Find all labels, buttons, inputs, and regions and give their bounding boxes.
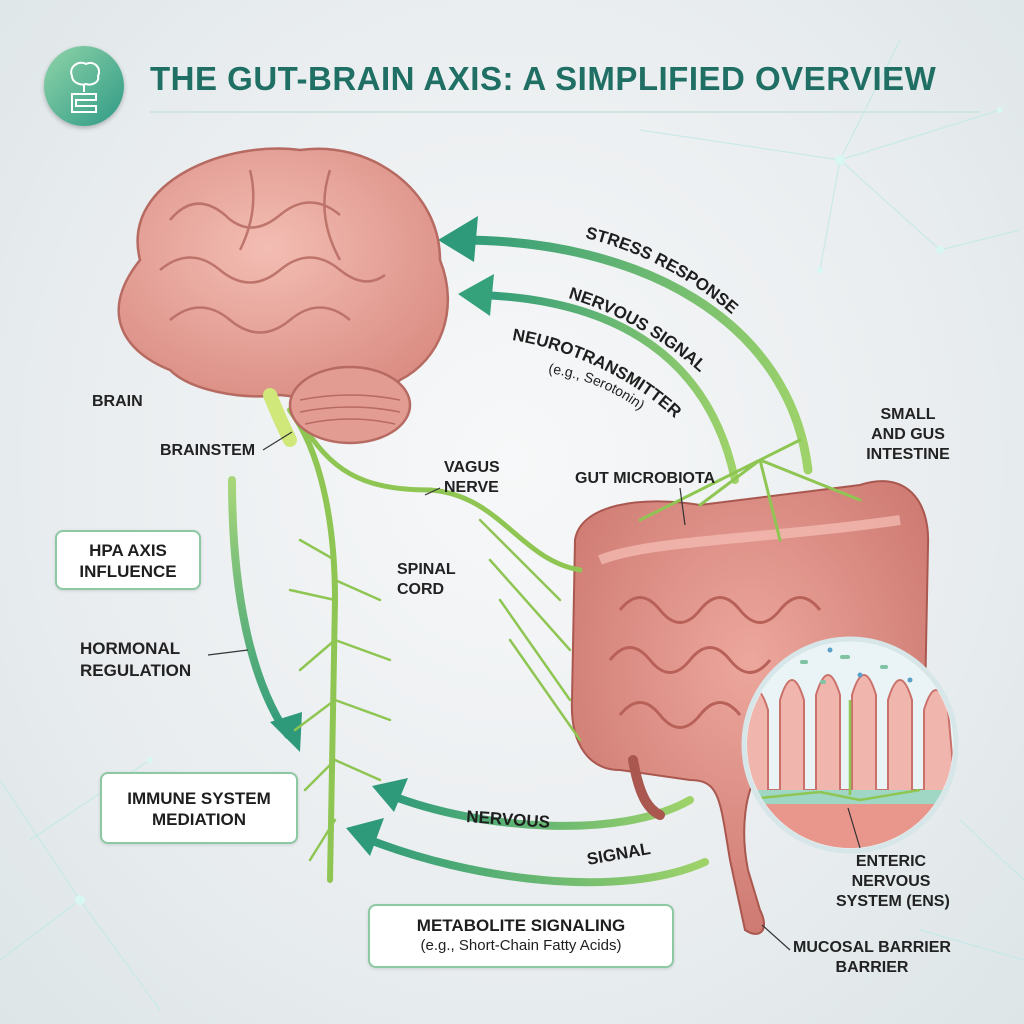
box-metabolite-signaling: METABOLITE SIGNALING (e.g., Short-Chain …	[368, 904, 674, 968]
label-mucosal-line-1: MUCOSAL BARRIER	[793, 939, 951, 956]
top-arrows	[438, 216, 813, 484]
box-immune-system: IMMUNE SYSTEM MEDIATION	[100, 772, 298, 844]
box-immune-line-1: IMMUNE SYSTEM	[127, 789, 271, 808]
label-vagus-nerve: VAGUS NERVE	[444, 458, 500, 498]
label-ens-line-2: NERVOUS	[851, 873, 931, 890]
box-hpa-axis: HPA AXIS INFLUENCE	[55, 530, 201, 590]
label-vagus-nerve-line-1: VAGUS	[444, 459, 500, 476]
brain-gut-icon	[70, 61, 100, 113]
label-small-intestine-line-2: AND GUS	[871, 426, 945, 443]
background-nodes	[75, 107, 1003, 905]
label-hormonal-regulation: HORMONAL REGULATION	[80, 638, 191, 682]
label-vagus-nerve-line-2: NERVE	[444, 479, 499, 496]
label-ens-line-1: ENTERIC	[855, 853, 927, 870]
label-brainstem: BRAINSTEM	[160, 442, 256, 459]
label-mucosal-barrier: MUCOSAL BARRIER BARRIER	[782, 938, 962, 978]
label-spinal-cord: SPINAL CORD	[397, 560, 456, 600]
nerve-network	[287, 407, 862, 883]
label-gut-microbiota: GUT MICROBIOTA	[575, 470, 716, 487]
label-spinal-cord-line-1: SPINAL	[397, 561, 456, 578]
label-brain: BRAIN	[92, 393, 143, 410]
box-hpa-line-2: INFLUENCE	[79, 562, 177, 581]
box-hpa-line-1: HPA AXIS	[89, 541, 167, 560]
label-mucosal-line-2: BARRIER	[835, 959, 909, 976]
label-hormonal-line-2: REGULATION	[80, 661, 192, 680]
brain-illustration	[117, 147, 449, 447]
box-metabolite-title: METABOLITE SIGNALING	[416, 916, 626, 935]
label-hormonal-line-1: HORMONAL	[80, 639, 181, 658]
label-small-intestine: SMALL AND GUS INTESTINE	[858, 405, 958, 465]
label-signal-bottom: SIGNAL	[585, 839, 652, 869]
box-immune-line-2: MEDIATION	[151, 810, 247, 829]
page-title: THE GUT-BRAIN AXIS: A SIMPLIFIED OVERVIE…	[150, 60, 937, 97]
hormonal-arc	[207, 476, 302, 752]
label-spinal-cord-line-2: CORD	[397, 581, 445, 598]
label-small-intestine-line-1: SMALL	[880, 406, 936, 423]
label-ens-line-3: SYSTEM (ENS)	[836, 893, 950, 910]
box-metabolite-sub: (e.g., Short-Chain Fatty Acids)	[420, 937, 622, 954]
logo-badge	[44, 46, 124, 126]
label-small-intestine-line-3: INTESTINE	[866, 446, 950, 463]
label-enteric-nervous-system: ENTERIC NERVOUS SYSTEM (ENS)	[836, 852, 950, 912]
label-nervous-bottom: NERVOUS	[466, 807, 551, 832]
leader-lines	[262, 431, 686, 526]
